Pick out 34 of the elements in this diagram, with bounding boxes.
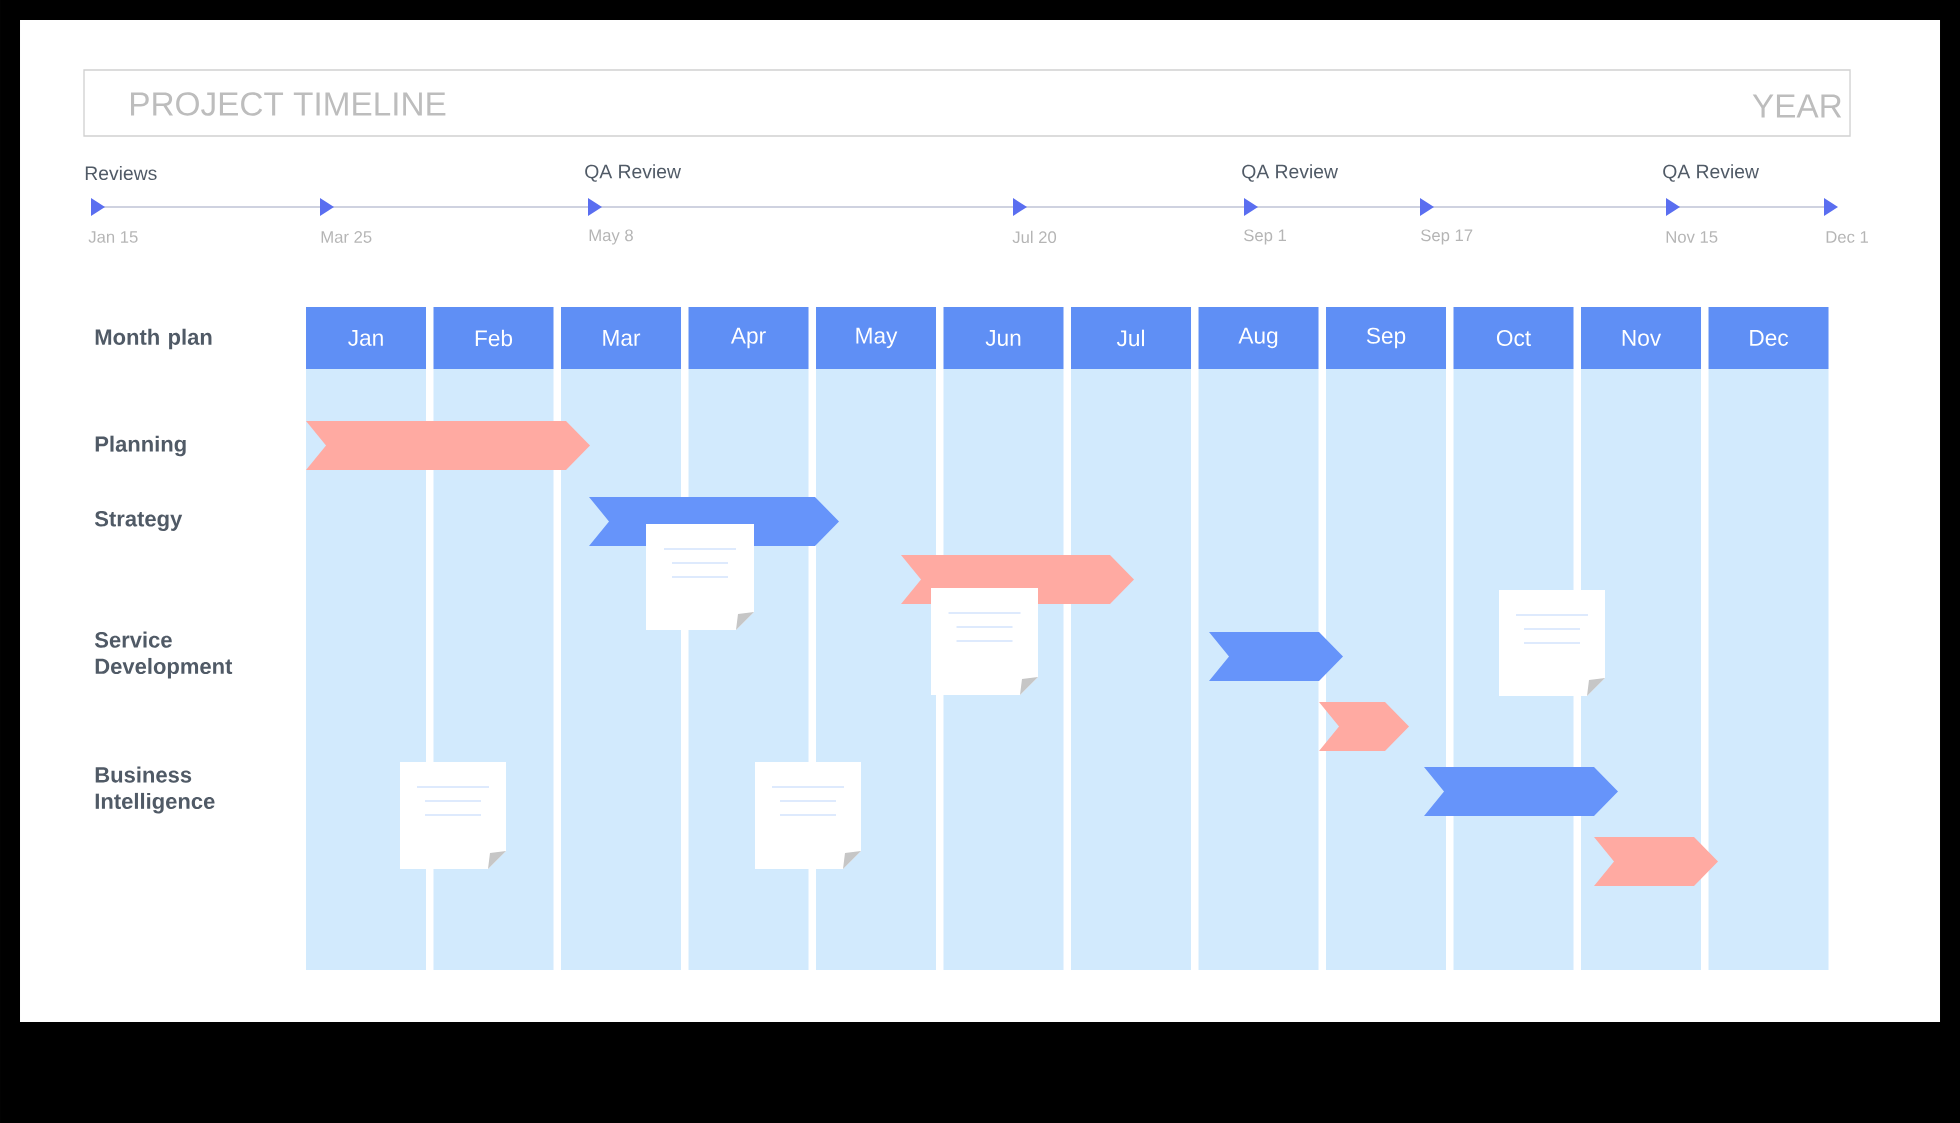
date-label: May 8 bbox=[589, 229, 633, 245]
row-label: Planning bbox=[95, 435, 186, 457]
review-label: QA Review bbox=[585, 164, 681, 182]
month-header: Nov bbox=[1581, 307, 1701, 369]
month-header: Sep bbox=[1326, 307, 1446, 369]
month-header: Oct bbox=[1453, 307, 1574, 369]
month-header: Jul bbox=[1071, 307, 1191, 369]
chevron-bar bbox=[1424, 767, 1618, 816]
chevron-bar bbox=[1594, 837, 1718, 886]
month-header: Feb bbox=[433, 307, 554, 369]
date-label: Mar 25 bbox=[321, 231, 372, 243]
date-label: Dec 1 bbox=[1826, 231, 1868, 243]
month-header: Aug bbox=[1198, 307, 1319, 369]
month-header: Jun bbox=[943, 307, 1064, 369]
review-label: QA Review bbox=[1242, 164, 1338, 182]
date-label: Jan 15 bbox=[88, 231, 138, 243]
month-header: Mar bbox=[561, 307, 681, 369]
review-label: Reviews bbox=[85, 165, 157, 181]
row-label: Service Development bbox=[94, 631, 233, 679]
chevron-bar bbox=[1209, 632, 1343, 681]
date-label: Sep 17 bbox=[1421, 229, 1473, 245]
date-label: Nov 15 bbox=[1666, 231, 1718, 243]
date-label: Sep 1 bbox=[1244, 229, 1286, 245]
review-label: QA Review bbox=[1663, 164, 1759, 182]
row-label: Business Intelligence bbox=[95, 766, 215, 814]
month-header: Jan bbox=[306, 307, 426, 369]
title-box: PROJECT TIMELINE YEAR bbox=[83, 69, 1851, 137]
row-label: Strategy bbox=[94, 510, 183, 531]
month-header: May bbox=[816, 307, 936, 369]
row-label: Month plan bbox=[95, 328, 212, 350]
month-header: Dec bbox=[1708, 307, 1829, 369]
chevron-bar bbox=[1319, 702, 1409, 751]
date-label: Jul 20 bbox=[1012, 230, 1057, 244]
month-header: Apr bbox=[688, 307, 809, 369]
